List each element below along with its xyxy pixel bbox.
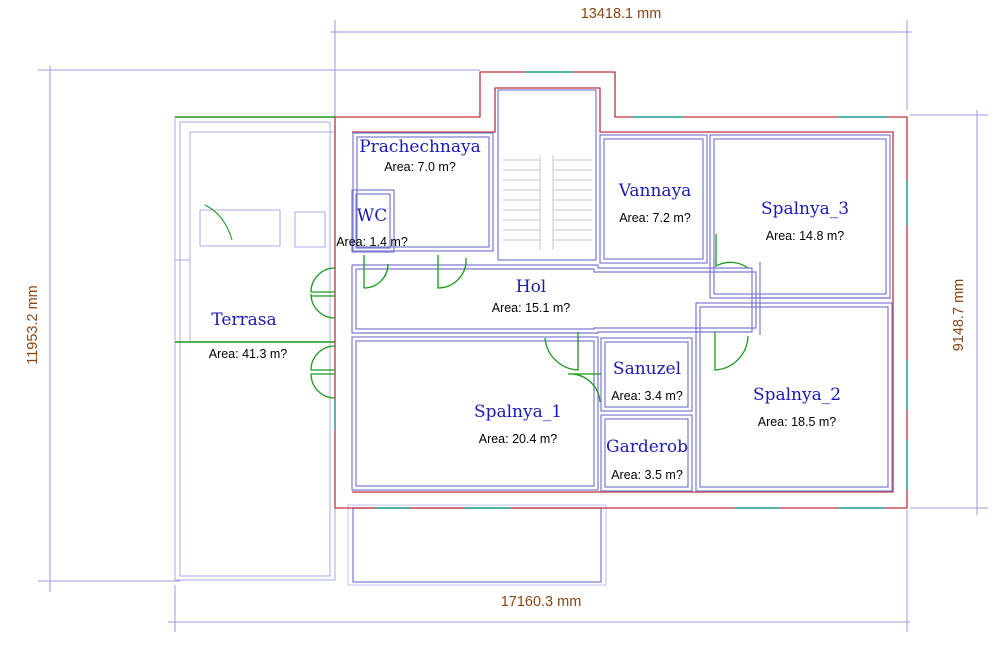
room-spalnya1: Spalnya_1 Area: 20.4 m? — [474, 402, 562, 446]
dimension-right: 9148.7 mm — [951, 279, 967, 352]
room-spalnya2: Spalnya_2 Area: 18.5 m? — [753, 385, 841, 429]
room-vannaya: Vannaya Area: 7.2 m? — [618, 181, 692, 225]
room-area-spalnya2: Area: 18.5 m? — [758, 415, 837, 429]
room-name-sanuzel: Sanuzel — [613, 359, 681, 379]
room-sanuzel: Sanuzel Area: 3.4 m? — [611, 359, 683, 403]
room-area-vannaya: Area: 7.2 m? — [619, 211, 691, 225]
staircase — [503, 155, 592, 250]
room-area-spalnya3: Area: 14.8 m? — [766, 229, 845, 243]
room-area-sanuzel: Area: 3.4 m? — [611, 389, 683, 403]
room-name-terrasa: Terrasa — [211, 310, 276, 330]
outer-walls — [334, 71, 908, 509]
dimension-lines — [38, 20, 988, 632]
dimension-bottom: 17160.3 mm — [501, 594, 582, 610]
room-wc: WC Area: 1.4 m? — [336, 206, 408, 249]
room-name-hol: Hol — [516, 277, 547, 297]
room-name-spalnya3: Spalnya_3 — [761, 199, 849, 219]
room-name-garderob: Garderob — [606, 437, 688, 457]
room-area-hol: Area: 15.1 m? — [492, 301, 571, 315]
room-area-wc: Area: 1.4 m? — [336, 235, 408, 249]
balcony-outline — [347, 504, 607, 586]
room-terrasa: Terrasa Area: 41.3 m? — [209, 310, 288, 361]
room-name-vannaya: Vannaya — [618, 181, 692, 201]
inner-walls — [351, 89, 893, 492]
room-hol: Hol Area: 15.1 m? — [492, 277, 571, 315]
windows — [334, 71, 908, 509]
dimension-top: 13418.1 mm — [581, 6, 662, 22]
doors — [310, 234, 749, 403]
room-name-spalnya1: Spalnya_1 — [474, 402, 562, 422]
room-garderob: Garderob Area: 3.5 m? — [606, 437, 688, 482]
room-name-prachechnaya: Prachechnaya — [359, 137, 481, 157]
dimension-left: 11953.2 mm — [25, 285, 41, 365]
room-area-spalnya1: Area: 20.4 m? — [479, 432, 558, 446]
room-name-wc: WC — [357, 206, 387, 226]
room-prachechnaya: Prachechnaya Area: 7.0 m? — [359, 137, 481, 174]
room-name-spalnya2: Spalnya_2 — [753, 385, 841, 405]
room-area-garderob: Area: 3.5 m? — [611, 468, 683, 482]
room-area-prachechnaya: Area: 7.0 m? — [384, 160, 456, 174]
room-area-terrasa: Area: 41.3 m? — [209, 347, 288, 361]
room-spalnya3: Spalnya_3 Area: 14.8 m? — [761, 199, 849, 243]
